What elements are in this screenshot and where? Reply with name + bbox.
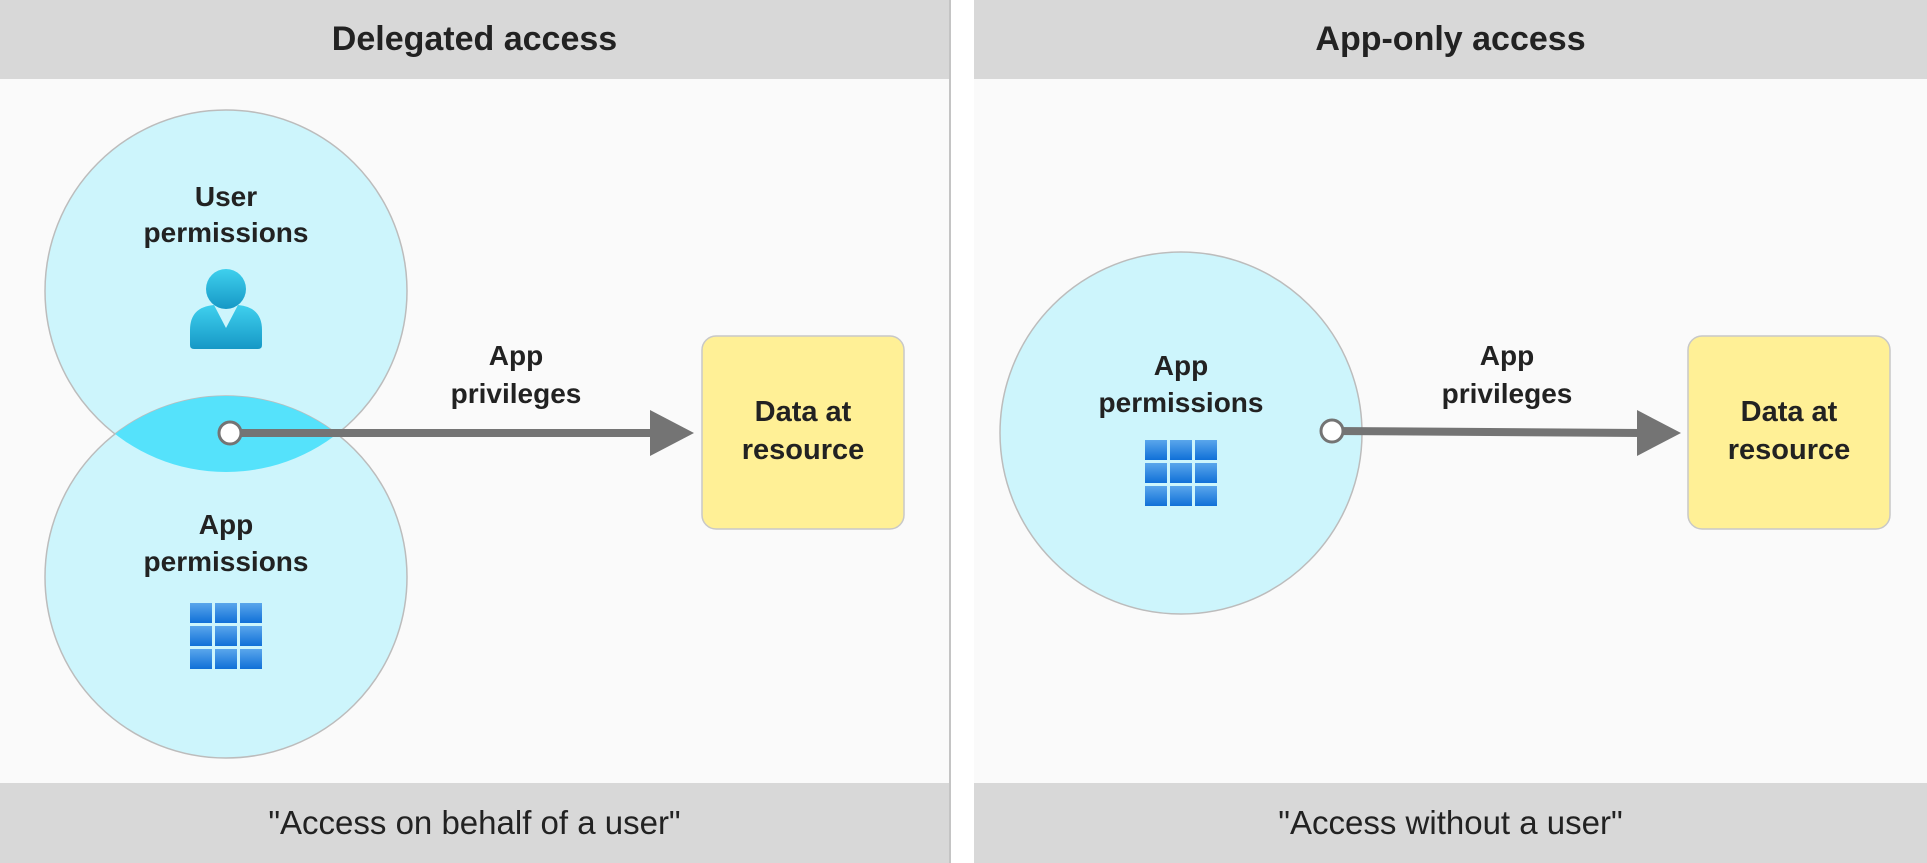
- arrow-label-line2: privileges: [1442, 378, 1573, 409]
- user-icon: [190, 269, 262, 349]
- app-only-access-caption: "Access without a user": [974, 783, 1927, 863]
- arrow-label-line2: privileges: [451, 378, 582, 409]
- app-privileges-arrow: [217, 410, 694, 456]
- resource-label-line2: resource: [1728, 434, 1851, 466]
- user-circle-label-line1: User: [195, 181, 257, 212]
- resource-label-line1: Data at: [1741, 396, 1838, 428]
- delegated-access-title: Delegated access: [0, 0, 949, 79]
- delegated-access-panel: Delegated access User permissions App: [0, 0, 951, 863]
- app-grid-icon: [1145, 440, 1217, 506]
- app-grid-icon: [190, 603, 262, 669]
- app-privileges-arrow: [1319, 410, 1681, 456]
- resource-label-line2: resource: [742, 434, 865, 466]
- app-only-access-panel: App-only access App permissions App priv…: [974, 0, 1927, 863]
- delegated-access-caption: "Access on behalf of a user": [0, 783, 949, 863]
- app-circle-label-line1: App: [1154, 350, 1208, 381]
- app-circle-label-line2: permissions: [1099, 387, 1264, 418]
- resource-label-line1: Data at: [755, 396, 852, 428]
- app-permissions-circle: [999, 251, 1363, 615]
- arrow-label-line1: App: [489, 340, 543, 371]
- data-at-resource-box: [1687, 335, 1891, 530]
- arrow-label-line1: App: [1480, 340, 1534, 371]
- app-only-access-diagram: App permissions App privileges Data at r…: [999, 251, 1891, 615]
- user-circle-label-line2: permissions: [144, 217, 309, 248]
- delegated-access-diagram: User permissions App permissions App pri…: [44, 109, 905, 759]
- data-at-resource-box: [701, 335, 905, 530]
- app-only-access-title: App-only access: [974, 0, 1927, 79]
- app-circle-label-line1: App: [199, 509, 253, 540]
- app-circle-label-line2: permissions: [144, 546, 309, 577]
